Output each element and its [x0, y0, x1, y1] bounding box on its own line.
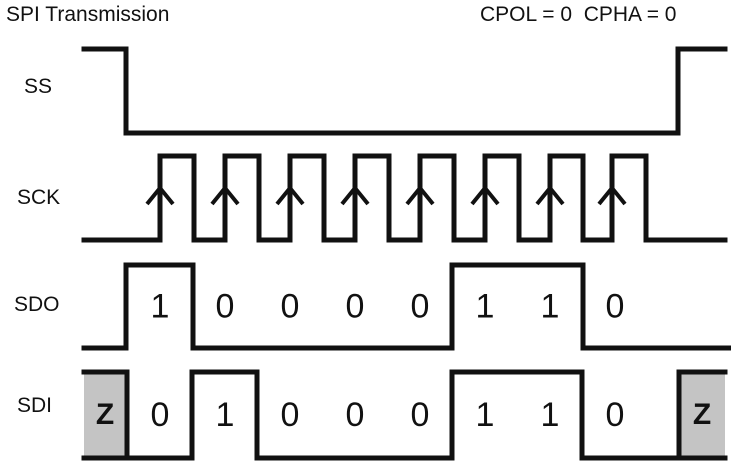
signal-label-ss: SS — [24, 75, 53, 98]
sdi-bit-4: 0 — [346, 396, 365, 434]
signal-label-sdo: SDO — [14, 293, 60, 316]
sdo-bit-2: 0 — [216, 287, 235, 325]
spi-mode-label: CPOL = 0 CPHA = 0 — [480, 3, 677, 26]
sck-sample-arrow-head-4 — [340, 184, 370, 206]
signal-label-sdi: SDI — [17, 394, 53, 417]
sdo-trace — [81, 262, 731, 351]
sdo-bit-8: 0 — [606, 287, 625, 325]
page-title: SPI Transmission — [6, 3, 170, 26]
sck-trace — [81, 153, 728, 243]
sdi-highz-label-2: Z — [693, 398, 711, 431]
waveform-sdo: 1 0 0 0 0 1 1 0 — [81, 262, 731, 351]
sdo-bit-7: 1 — [541, 287, 560, 325]
sck-sample-arrow-head-7 — [535, 184, 565, 206]
sdi-bit-1: 0 — [151, 396, 170, 434]
sdi-highz-block-1 — [84, 372, 127, 458]
sck-sample-arrow-head-1 — [145, 184, 175, 206]
sck-sample-arrow-head-6 — [470, 184, 500, 206]
sdi-bit-6: 1 — [476, 396, 495, 434]
sdi-bit-8: 0 — [606, 396, 625, 434]
sdi-highz-block-2 — [679, 372, 725, 458]
sck-sample-arrow-head-8 — [597, 184, 627, 206]
waveform-sck — [81, 153, 728, 243]
sdi-bit-5: 0 — [411, 396, 430, 434]
sdi-highz-label-1: Z — [96, 398, 114, 431]
waveform-sdi: Z Z 0 1 0 0 0 1 1 0 — [81, 369, 728, 461]
sdi-trace — [124, 369, 682, 461]
sck-sample-arrow-head-5 — [405, 184, 435, 206]
ss-trace — [81, 46, 728, 136]
sdo-bit-1: 1 — [151, 287, 170, 325]
sdi-bit-2: 1 — [216, 396, 235, 434]
sck-sample-arrow-head-2 — [210, 184, 240, 206]
sdo-bit-6: 1 — [476, 287, 495, 325]
sck-sample-arrow-head-3 — [275, 184, 305, 206]
sdi-bit-7: 1 — [541, 396, 560, 434]
sdo-bit-4: 0 — [346, 287, 365, 325]
waveform-ss — [81, 46, 728, 136]
sdo-bit-3: 0 — [281, 287, 300, 325]
sdi-bit-3: 0 — [281, 396, 300, 434]
signal-label-sck: SCK — [17, 186, 61, 209]
sdo-bit-5: 0 — [411, 287, 430, 325]
